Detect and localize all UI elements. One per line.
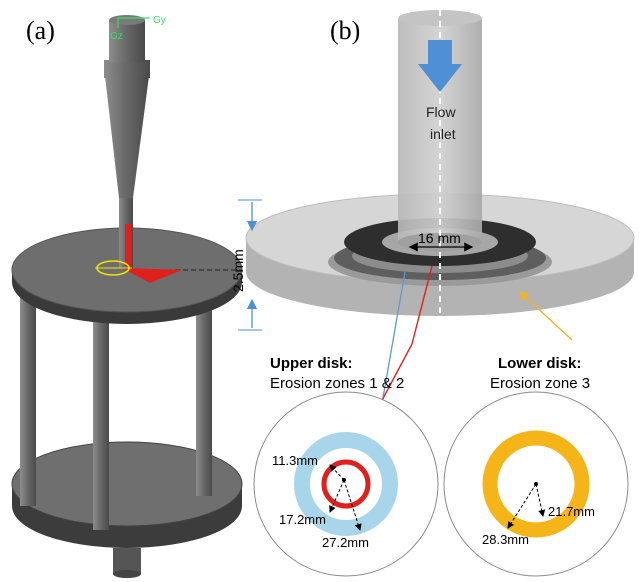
flow-label-line1: Flow — [426, 104, 456, 120]
panel-label-a: (a) — [26, 16, 55, 45]
disk-schematic — [238, 10, 635, 470]
lower-radius-1: 21.7mm — [548, 504, 595, 519]
inner-diameter-label: 16 mm — [418, 230, 461, 246]
axis-label-y: Gy — [153, 15, 166, 26]
panel-label-b: (b) — [330, 16, 361, 45]
lower-disk-zones — [443, 391, 629, 577]
gap-label: 2.5mm — [230, 249, 246, 292]
upper-radius-1: 11.3mm — [272, 453, 318, 468]
device-model — [11, 15, 243, 578]
lower-disk-subtitle: Erosion zone 3 — [490, 375, 590, 392]
axis-label-z: Gz — [110, 31, 123, 42]
flow-label-line2: inlet — [430, 126, 456, 142]
upper-radius-3: 27.2mm — [322, 535, 369, 550]
lower-disk-title: Lower disk: — [498, 355, 581, 372]
upper-disk-title: Upper disk: — [270, 355, 353, 372]
upper-radius-2: 17.2mm — [279, 512, 326, 527]
lower-radius-2: 28.3mm — [482, 532, 529, 547]
upper-disk-subtitle: Erosion zones 1 & 2 — [270, 375, 404, 392]
upper-disk-zones — [253, 391, 439, 577]
